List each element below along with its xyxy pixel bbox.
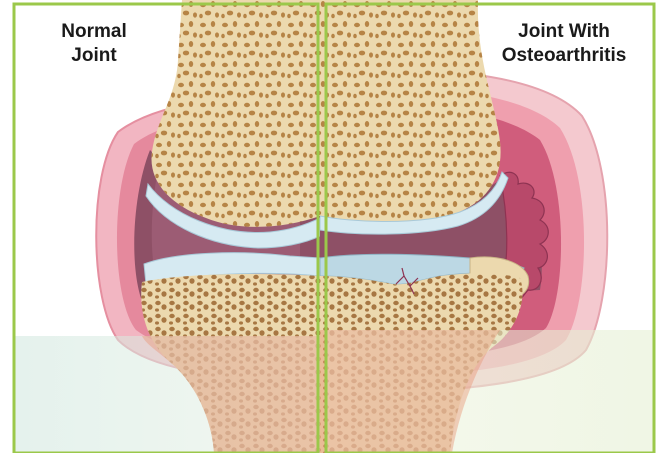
normal-joint-title-line2: Joint — [34, 44, 154, 68]
osteoarthritis-title-line2: Osteoarthritis — [478, 44, 650, 68]
normal-joint-title-line1: Normal — [34, 20, 154, 44]
normal-joint-title: Normal Joint — [34, 20, 154, 68]
osteoarthritis-joint-title: Joint With Osteoarthritis — [478, 20, 650, 68]
osteoarthritis-title-line1: Joint With — [478, 20, 650, 44]
